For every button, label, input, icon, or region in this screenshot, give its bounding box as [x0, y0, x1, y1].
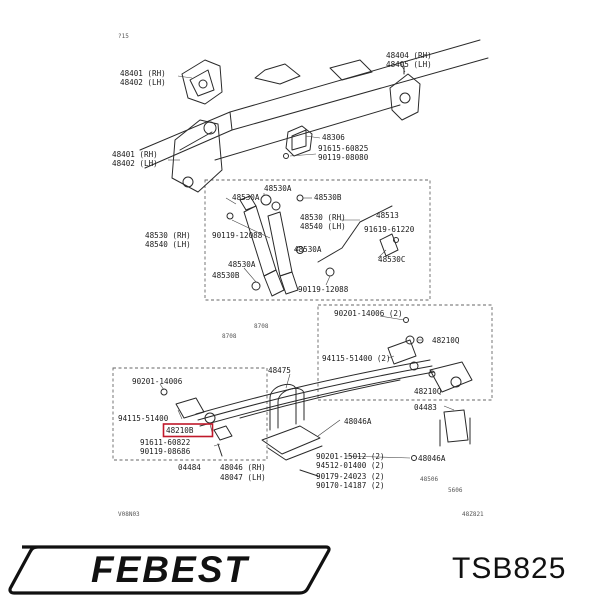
label-48404: 48404 (RH): [386, 51, 432, 60]
shock-absorber-right: [267, 201, 299, 295]
chassis-frame-rail: [139, 39, 489, 169]
shock-absorber-left: [239, 194, 285, 297]
bushing-48530a: [226, 212, 234, 220]
rear-shackle-frame: [317, 304, 493, 401]
nut-90201-r: [403, 317, 409, 323]
bushing-48210q-top: [416, 336, 424, 344]
label-48047-lh: 48047 (LH): [220, 473, 266, 482]
label-48210b: 48210B: [166, 426, 194, 435]
label-48530c: 48530C: [378, 255, 405, 264]
label-48402-top: 48402 (LH): [120, 78, 166, 87]
label-48401-mid: 48401 (RH): [112, 150, 158, 159]
part-labels: 48404 (RH) 48405 (LH) 48401 (RH) 48402 (…: [112, 51, 463, 494]
label-04484: 04484: [178, 463, 201, 472]
label-94115-l: 94115-51400: [118, 414, 169, 423]
label-48402-mid: 48402 (LH): [112, 159, 158, 168]
logo-wordmark: FEBEST: [91, 549, 250, 590]
label-91615: 91615-60825: [318, 144, 368, 153]
label-90201-14006-r: 90201-14006 (2): [334, 309, 403, 318]
label-48530a-2: 48530A: [232, 193, 260, 202]
exploded-view-svg: ?15: [112, 33, 493, 518]
bushing-lower-right: [325, 267, 335, 277]
label-48306: 48306: [322, 133, 345, 142]
nut-48046a: [411, 455, 417, 461]
label-48046a-1: 48046A: [344, 417, 372, 426]
bushing-48210q-bot: [428, 370, 436, 378]
label-5606: 5606: [448, 487, 463, 494]
nut-91619: [393, 237, 399, 243]
label-48530b-2: 48530B: [212, 271, 240, 280]
label-90179: 90179-24023 (2): [316, 472, 385, 481]
label-90201-14006-l: 90201-14006: [132, 377, 183, 386]
label-48513: 48513: [376, 211, 399, 220]
label-48506: 48506: [420, 476, 438, 483]
label-48210q-1: 48210Q: [432, 336, 460, 345]
highlight-48210b: [162, 423, 214, 438]
label-48530-rh: 48530 (RH): [300, 213, 346, 222]
bracket-04483: [439, 409, 471, 447]
label-48475: 48475: [268, 366, 291, 375]
u-bolt-assembly: [261, 383, 323, 477]
label-48046a-2: 48046A: [418, 454, 446, 463]
label-48530a-1: 48530A: [264, 184, 292, 193]
bump-stopper: [283, 125, 313, 159]
label-90170: 90170-14187 (2): [316, 481, 385, 490]
label-90119-12088b: 90119-12088: [298, 285, 349, 294]
label-91611: 91611-60822: [140, 438, 190, 447]
febest-logo: FEBEST: [8, 545, 331, 595]
label-48401-top: 48401 (RH): [120, 69, 166, 78]
label-8708b: 8708: [222, 333, 237, 340]
label-90119-a: 90119-08080: [318, 153, 369, 162]
label-48405: 48405 (LH): [386, 60, 432, 69]
label-48540-left: 48540 (LH): [145, 240, 191, 249]
label-04483: 04483: [414, 403, 437, 412]
label-94115-r: 94115-51400 (2): [322, 354, 391, 363]
label-48046-rh: 48046 (RH): [220, 463, 266, 472]
label-48540-lh: 48540 (LH): [300, 222, 346, 231]
corner-mark: ?15: [118, 33, 129, 40]
part-number: TSB825: [452, 552, 567, 585]
label-48530-left: 48530 (RH): [145, 231, 191, 240]
shock-absorber-frame: [204, 179, 431, 301]
brand-strip: FEBEST TSB825: [0, 540, 600, 600]
rear-shackle: [387, 335, 473, 393]
label-94512: 94512-01400 (2): [316, 461, 385, 470]
leader-lines: [159, 61, 455, 459]
leaf-spring: [195, 359, 435, 427]
label-48530b-1: 48530B: [314, 193, 342, 202]
bushing-48530b: [296, 194, 304, 202]
label-48530a-4: 48530A: [228, 260, 256, 269]
footer-left-code: V08N03: [118, 511, 140, 518]
front-pin-assembly: [160, 388, 233, 457]
label-90119-12088: 90119-12088: [212, 231, 263, 240]
front-hanger-frame: [112, 367, 268, 461]
bracket-48530c: [379, 233, 399, 257]
label-91619: 91619-61220: [364, 225, 415, 234]
label-90119-08686: 90119-08686: [140, 447, 191, 456]
label-48210q-2: 48210Q: [414, 387, 442, 396]
bracket-48404: [389, 65, 421, 121]
footer-right-code: 48Z821: [462, 511, 484, 518]
spring-hanger-top: [181, 59, 223, 105]
spring-hanger-mid: [171, 119, 223, 193]
label-48530a-3: 48530A: [294, 245, 322, 254]
label-8708a: 8708: [254, 323, 269, 330]
label-90201-15012: 90201-15012 (2): [316, 452, 385, 461]
shock-bracket-48513: [317, 205, 393, 263]
